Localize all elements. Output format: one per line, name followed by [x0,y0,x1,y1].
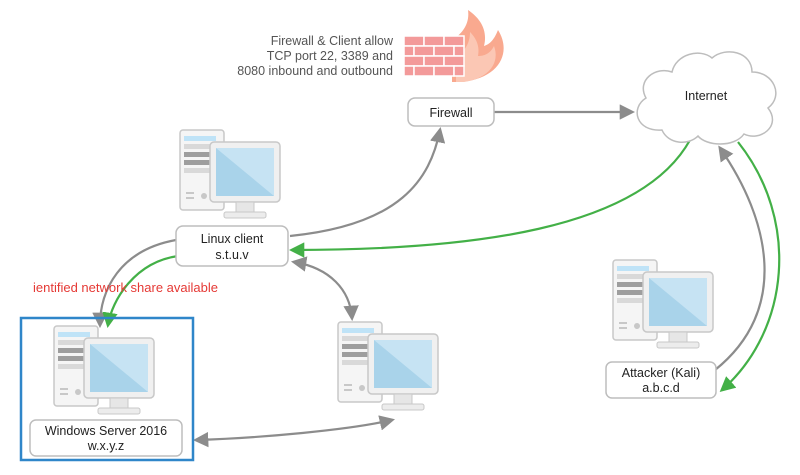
firewall-note-line-2: TCP port 22, 3389 and [267,49,393,63]
firewall-note-line-3: 8080 inbound and outbound [237,64,393,78]
attacker-name: Attacker (Kali) [622,366,701,380]
linux-client-name: Linux client [201,232,264,246]
firewall-note-line-1: Firewall & Client allow [271,34,394,48]
firewall-note: Firewall & Client allow TCP port 22, 338… [237,34,394,78]
linux-client-computer-icon [179,129,281,219]
windows-server-address: w.x.y.z [87,439,125,453]
firewall-label: Firewall [429,106,472,120]
link-linux-windows [92,238,177,329]
link-attacker-internet [714,145,766,371]
attacker-address: a.b.c.d [642,381,680,395]
link-linux-firewall [289,126,446,238]
link-internet-linux [288,139,691,258]
internet-cloud-icon[interactable]: Internet [636,51,777,145]
link-linux-workstation [290,256,359,322]
link-windows-workstation [192,415,395,448]
share-annotation: ientified network share available [33,280,218,295]
windows-server-highlight [19,316,195,462]
link-internet-attacker [719,141,781,393]
link-linux-windows-share [102,254,179,329]
attacker-computer-icon [612,259,714,349]
windows-server-computer-icon [53,325,155,415]
links [92,104,781,448]
internet-label: Internet [685,89,728,103]
windows-server-name: Windows Server 2016 [45,424,167,438]
linux-client-node[interactable]: Linux client s.t.u.v [175,225,289,267]
linux-client-address: s.t.u.v [215,248,249,262]
firewall-node[interactable]: Firewall [407,97,495,127]
windows-server-node[interactable]: Windows Server 2016 w.x.y.z [29,419,183,457]
workstation-computer-icon[interactable] [337,321,439,411]
attacker-node[interactable]: Attacker (Kali) a.b.c.d [605,361,717,399]
firewall-icon [403,10,504,82]
